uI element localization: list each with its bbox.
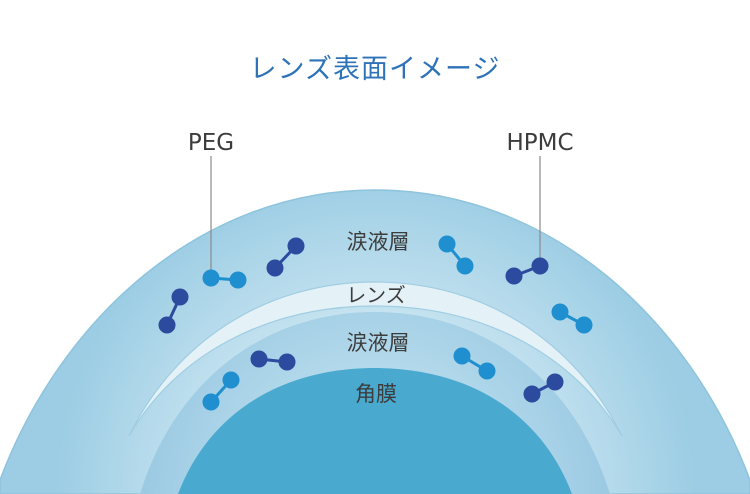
cornea-layer xyxy=(178,368,572,494)
hpmc-molecule xyxy=(505,257,549,285)
peg-label: PEG xyxy=(188,130,234,156)
peg-molecule xyxy=(202,269,247,289)
molecule-light-4 xyxy=(453,347,496,380)
molecule-light-3 xyxy=(202,371,240,411)
molecule-dark-4 xyxy=(523,373,564,403)
lens-layer xyxy=(128,281,623,437)
molecule-light-2 xyxy=(551,303,593,334)
molecule-dark-2 xyxy=(266,237,305,277)
lower-tear-label: 涙液層 xyxy=(347,331,410,355)
molecule-dark-3 xyxy=(250,350,296,371)
molecule-dark-1 xyxy=(158,288,189,334)
molecule-group xyxy=(158,235,593,411)
lens-label: レンズ xyxy=(346,283,406,307)
hpmc-label: HPMC xyxy=(506,130,573,156)
cornea-label: 角膜 xyxy=(355,382,397,406)
diagram-title: レンズ表面イメージ xyxy=(249,54,501,85)
molecule-light-1 xyxy=(438,235,474,275)
upper-tear-label: 涙液層 xyxy=(347,230,410,254)
